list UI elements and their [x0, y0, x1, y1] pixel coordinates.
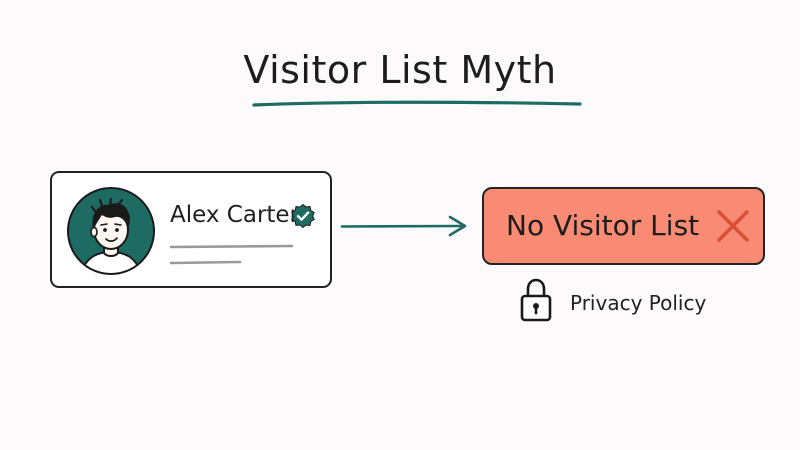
no-visitor-list-box: No Visitor List: [482, 187, 765, 265]
x-icon: [717, 210, 749, 242]
arrow-right-icon: [340, 215, 467, 237]
placeholder-text-lines: [170, 244, 294, 265]
title-underline: [252, 100, 582, 107]
page-title: Visitor List Myth: [243, 48, 557, 92]
profile-card: Alex Carter: [50, 171, 332, 288]
status-label: No Visitor List: [506, 209, 700, 242]
lock-icon: [520, 278, 552, 322]
user-name: Alex Carter: [170, 202, 300, 228]
privacy-policy-label: Privacy Policy: [570, 291, 707, 315]
verified-badge-icon: [291, 203, 315, 229]
avatar: [67, 187, 155, 275]
